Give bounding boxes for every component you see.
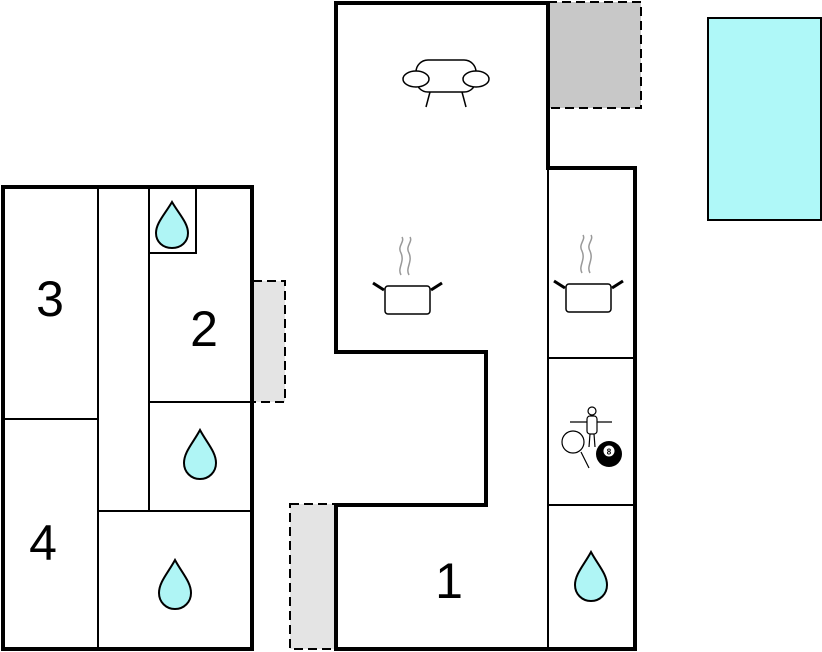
room-label-1: 1	[435, 553, 463, 609]
sofa-icon	[402, 59, 490, 108]
room-label-4: 4	[29, 515, 57, 571]
cooking-pot-icon	[553, 234, 624, 313]
left-building	[1, 185, 254, 651]
water-drop-icon	[157, 557, 193, 611]
terrace-bottom	[289, 503, 337, 650]
terrace-left-building	[252, 280, 286, 403]
table-tennis-billiards-icon: 8	[561, 406, 622, 469]
right-building	[334, 1, 637, 651]
water-drop-icon	[154, 200, 190, 250]
right-building-outline	[334, 1, 637, 651]
swimming-pool	[707, 17, 822, 221]
foosball-figure-icon	[570, 406, 612, 448]
room-label-2: 2	[190, 301, 218, 357]
terrace-top	[547, 1, 642, 109]
cooking-pot-icon	[372, 236, 443, 315]
ping-pong-paddle-icon	[561, 430, 590, 469]
shower-cubicle	[148, 186, 197, 254]
billiard-ball-icon: 8	[596, 441, 622, 467]
billiard-ball-number: 8	[607, 448, 612, 457]
room-label-3: 3	[36, 271, 64, 327]
water-drop-icon	[573, 549, 609, 603]
water-drop-icon	[182, 427, 218, 481]
